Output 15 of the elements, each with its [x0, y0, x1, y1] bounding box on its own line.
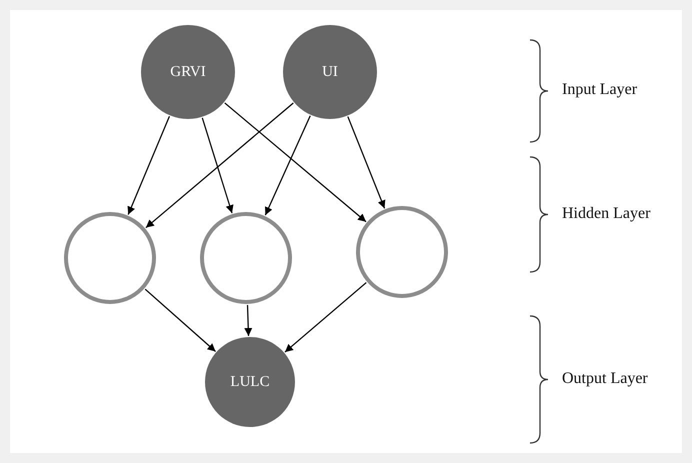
arrow: [284, 282, 367, 353]
layer-label: Output Layer: [562, 370, 648, 388]
arrow: [244, 304, 252, 336]
arrow: [264, 116, 311, 216]
node-label: UI: [322, 64, 338, 80]
layer-label: Input Layer: [562, 81, 638, 99]
node-label: LULC: [230, 374, 270, 390]
arrow: [202, 118, 234, 214]
arrow: [347, 116, 386, 209]
node-label: GRVI: [170, 64, 206, 80]
arrow: [146, 102, 294, 228]
layer-label: Hidden Layer: [562, 204, 650, 222]
arrow: [128, 116, 170, 215]
arrow: [224, 102, 366, 222]
arrow: [144, 288, 216, 352]
